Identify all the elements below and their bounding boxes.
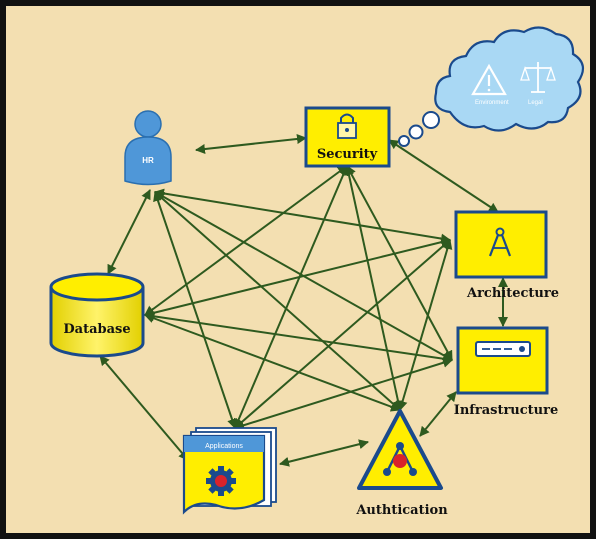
database-cylinder-icon [49, 272, 145, 358]
authentication-node[interactable]: Authtication [355, 409, 448, 518]
compass-icon [488, 227, 512, 257]
risk-cloud: Environment Legal [434, 26, 585, 132]
edge-applications-architecture [234, 239, 451, 429]
architecture-node[interactable]: Architecture [454, 210, 559, 301]
infrastructure-node[interactable]: Infrastructure [454, 326, 559, 418]
authentication-label: Authtication [355, 503, 448, 518]
person-body-icon [124, 136, 172, 186]
edge-authentication-infrastructure [419, 391, 457, 437]
edge-database-infrastructure [144, 311, 453, 364]
thought-bubbles [398, 111, 440, 147]
hr-node[interactable]: HR [124, 110, 172, 186]
database-node[interactable]: Database [49, 272, 145, 358]
key-network-icon [383, 442, 417, 476]
edge-security-authentication [344, 165, 403, 411]
scales-icon [520, 62, 556, 93]
edge-security-applications [233, 165, 349, 429]
infrastructure-label: Infrastructure [454, 403, 559, 418]
database-label: Database [63, 322, 130, 337]
document-header-bar [184, 436, 264, 452]
architecture-label: Architecture [466, 286, 559, 301]
edge-database-applications [99, 355, 189, 461]
gear-icon [206, 466, 236, 496]
security-node[interactable]: Security [304, 106, 391, 168]
server-icon [475, 341, 531, 357]
applications-node[interactable]: Applications [182, 427, 277, 515]
edge-applications-authentication [279, 439, 369, 467]
infrastructure-box [456, 326, 549, 395]
legal-label: Legal [528, 100, 543, 106]
edge-hr-database [107, 189, 151, 275]
hr-label: HR [142, 156, 154, 165]
applications-label: Applications [205, 443, 243, 450]
security-label: Security [317, 147, 378, 162]
connection-lines [99, 134, 508, 467]
edge-security-architecture [388, 139, 499, 213]
lock-icon [337, 113, 357, 139]
warning-icon [471, 63, 507, 96]
architecture-box [454, 210, 548, 279]
edge-security-database [144, 165, 348, 316]
edge-architecture-authentication [397, 239, 453, 411]
edge-security-hr [195, 134, 307, 154]
person-head-icon [134, 110, 162, 138]
edge-database-architecture [144, 237, 451, 318]
edge-applications-infrastructure [234, 357, 453, 431]
environment-label: Environment [475, 100, 509, 106]
